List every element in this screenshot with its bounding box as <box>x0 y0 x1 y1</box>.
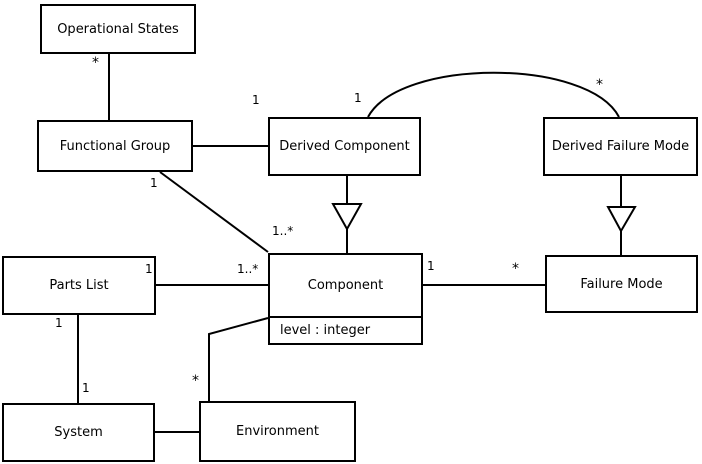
class-box-environment[interactable]: Environment <box>199 401 356 462</box>
multiplicity-arc-derived-component: 1 <box>354 91 362 105</box>
class-name-environment: Environment <box>235 424 319 439</box>
generalization-triangle-icon-component <box>331 203 363 232</box>
class-box-operational-states[interactable]: Operational States <box>40 4 196 54</box>
class-name-functional-group: Functional Group <box>59 138 171 154</box>
multiplicity-functional-group-component-target: 1..* <box>272 224 294 238</box>
multiplicity-arc-derived-failure-mode: * <box>596 77 603 93</box>
class-box-parts-list[interactable]: Parts List <box>2 256 156 315</box>
class-attribute-component-level: level : integer <box>270 316 421 343</box>
multiplicity-parts-list-system-source: 1 <box>55 316 63 330</box>
class-box-system[interactable]: System <box>2 403 155 462</box>
class-name-parts-list: Parts List <box>49 278 109 293</box>
multiplicity-functional-group-component-source: 1 <box>150 176 158 190</box>
multiplicity-component-failure-mode-target: * <box>512 261 519 277</box>
multiplicity-parts-list-component-source: 1 <box>145 262 153 276</box>
class-box-component[interactable]: Component level : integer <box>268 253 423 345</box>
edge-derived-component-derived-failure-mode-arc <box>367 71 620 118</box>
class-name-operational-states: Operational States <box>57 21 179 37</box>
multiplicity-component-failure-mode-source: 1 <box>427 259 435 273</box>
multiplicity-parts-list-component-target: 1..* <box>237 262 259 276</box>
class-box-failure-mode[interactable]: Failure Mode <box>545 255 698 313</box>
class-box-derived-component[interactable]: Derived Component <box>268 117 421 176</box>
generalization-triangle-icon-failure-mode <box>606 206 637 234</box>
multiplicity-functional-group-derived-component: 1 <box>252 93 260 107</box>
edge-functional-group-component <box>159 171 269 253</box>
class-name-derived-failure-mode: Derived Failure Mode <box>551 139 690 154</box>
class-name-system: System <box>54 425 103 440</box>
multiplicity-parts-list-system-target: 1 <box>82 381 90 395</box>
class-box-derived-failure-mode[interactable]: Derived Failure Mode <box>543 117 698 176</box>
class-name-failure-mode: Failure Mode <box>580 276 663 292</box>
class-name-derived-component: Derived Component <box>279 139 410 154</box>
class-box-functional-group[interactable]: Functional Group <box>37 120 193 172</box>
multiplicity-component-environment: * <box>192 373 199 389</box>
edge-component-environment <box>208 317 269 401</box>
class-name-component: Component <box>307 278 384 293</box>
multiplicity-operational-states-functional-group: * <box>92 55 99 71</box>
